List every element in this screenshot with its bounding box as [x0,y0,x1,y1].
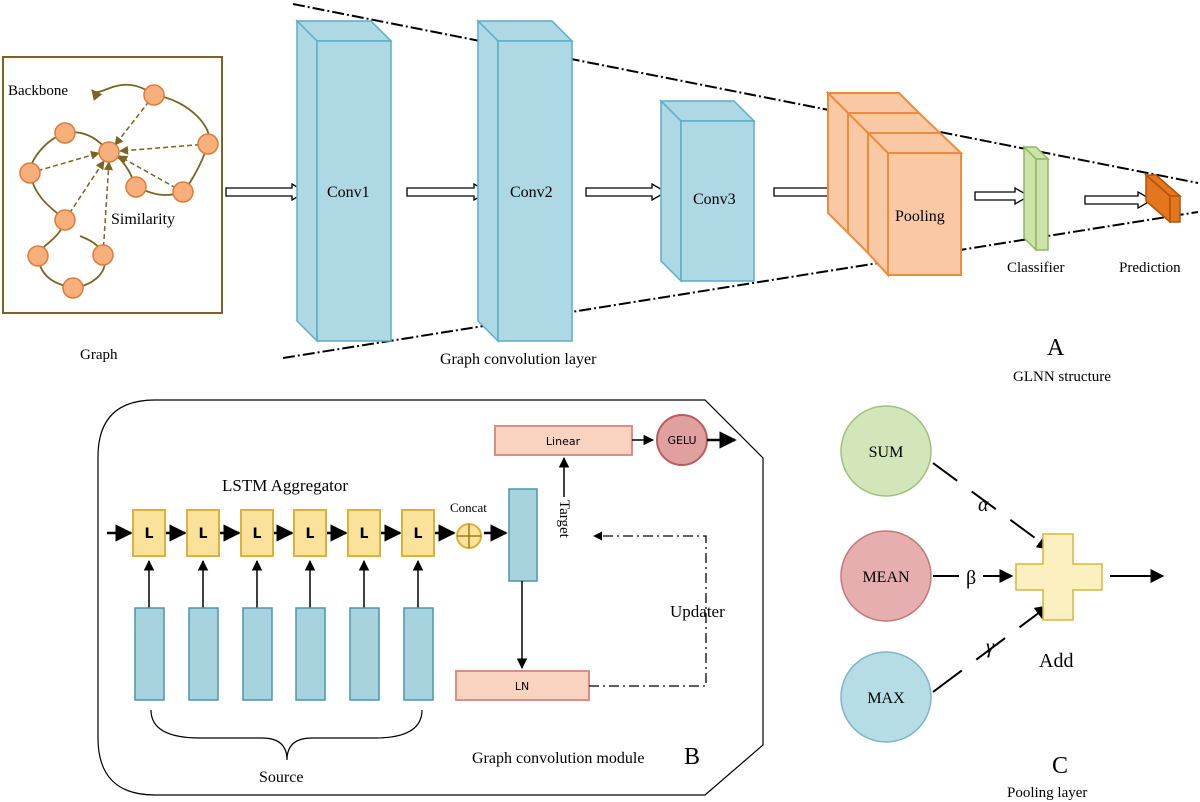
gamma-label: γ [986,636,995,658]
graph-nodes [19,84,219,299]
source-arrows [143,559,424,608]
graph-box: Backbone Similarity [2,56,223,314]
conv1-block: Conv1 [295,19,393,343]
graph-node [62,277,84,299]
ln-box [455,670,590,701]
panel-c-letter: C [1052,753,1068,779]
lstm-cell [186,509,220,557]
graph-node [143,84,165,106]
lstm-cell [347,509,381,557]
target-label: Target [556,500,572,539]
graph-node [27,245,49,267]
panel-a-title: GLNN structure [1013,369,1111,385]
add-label: Add [1039,650,1073,672]
prediction-label: Prediction [1119,260,1181,276]
flow-arrow [406,182,490,202]
graph-node [197,133,219,155]
max-label: MAX [867,690,905,707]
sum-node [840,405,932,497]
alpha-label: α [978,494,989,516]
lstm-cell [240,509,274,557]
lstm-cell [401,509,435,557]
source-vector [242,607,273,701]
max-node [840,651,932,743]
lstm-cells: L L L L L L [132,509,435,557]
source-brace [150,709,423,761]
flow-arrow [585,182,668,202]
updater-label: Updater [670,602,725,621]
conv3-block: Conv3 [659,99,756,283]
lstm-cell-label: L [306,526,315,542]
module-frame [97,399,764,796]
lstm-cell [132,509,166,557]
source-label: Source [259,769,303,786]
target-vector [508,488,538,582]
add-icon [1015,533,1103,621]
classifier-label: Classifier [1007,260,1065,276]
graph-node [172,181,194,203]
lstm-cell-label: L [145,526,154,542]
lstm-title: LSTM Aggregator [222,476,348,495]
lstm-cell-label: L [414,526,423,542]
panel-b: LSTM Aggregator L L L L L [97,399,764,796]
gelu-label: GELU [667,434,696,447]
lstm-cell [293,509,327,557]
lstm-cell-label: L [360,526,369,542]
similarity-label: Similarity [111,211,175,228]
source-vector [134,607,165,701]
beta-label: β [966,567,976,589]
linear-label: Linear [546,435,581,448]
graph-node [125,176,147,198]
perspective-line-top [292,3,1199,184]
panel-c-title: Pooling layer [1007,785,1087,801]
concat-icon [456,523,482,549]
panel-c: SUM MEAN MAX α β γ Add C Pooling layer [840,405,1165,801]
graph-node [19,162,41,184]
graph-node [54,209,76,231]
source-vector [349,607,380,701]
panel-a: Backbone Similarity Graph Conv1 Conv2 [2,3,1199,385]
perspective-line-bottom [282,211,1199,359]
graph-node [54,122,76,144]
flow-arrow [1084,190,1154,210]
mean-node [840,530,932,622]
linear-box [494,425,633,456]
graph-node [92,244,114,266]
flow-arrows [225,182,1154,210]
sum-label: SUM [869,444,904,461]
max-to-add-arrow [932,605,1050,693]
ln-label: LN [515,680,529,693]
sum-to-add-arrow [932,462,1052,550]
updater-loop [589,531,707,687]
mean-label: MEAN [862,569,910,586]
flow-arrow [225,182,308,202]
source-vectors [134,607,434,701]
backbone-label: Backbone [8,83,68,99]
conv3-label: Conv3 [693,191,736,208]
conv2-block: Conv2 [476,19,574,343]
prediction-block [1144,173,1182,224]
source-vector [295,607,326,701]
conv1-label: Conv1 [327,184,370,201]
conv2-label: Conv2 [510,184,553,201]
source-vector [188,607,219,701]
classifier-block [1022,145,1050,252]
module-caption: Graph convolution module [472,750,644,767]
pooling-block: Pooling [825,90,964,278]
panel-b-letter: B [684,744,700,770]
graph-node [98,141,120,163]
flow-arrow [974,186,1031,206]
lstm-cell-label: L [253,526,262,542]
pooling-label: Pooling [895,208,945,225]
graph-caption: Graph [80,347,118,363]
source-vector [403,607,434,701]
lstm-cell-label: L [199,526,208,542]
concat-label: Concat [450,500,487,515]
panel-a-letter: A [1047,335,1065,361]
conv-layer-caption: Graph convolution layer [440,351,597,368]
